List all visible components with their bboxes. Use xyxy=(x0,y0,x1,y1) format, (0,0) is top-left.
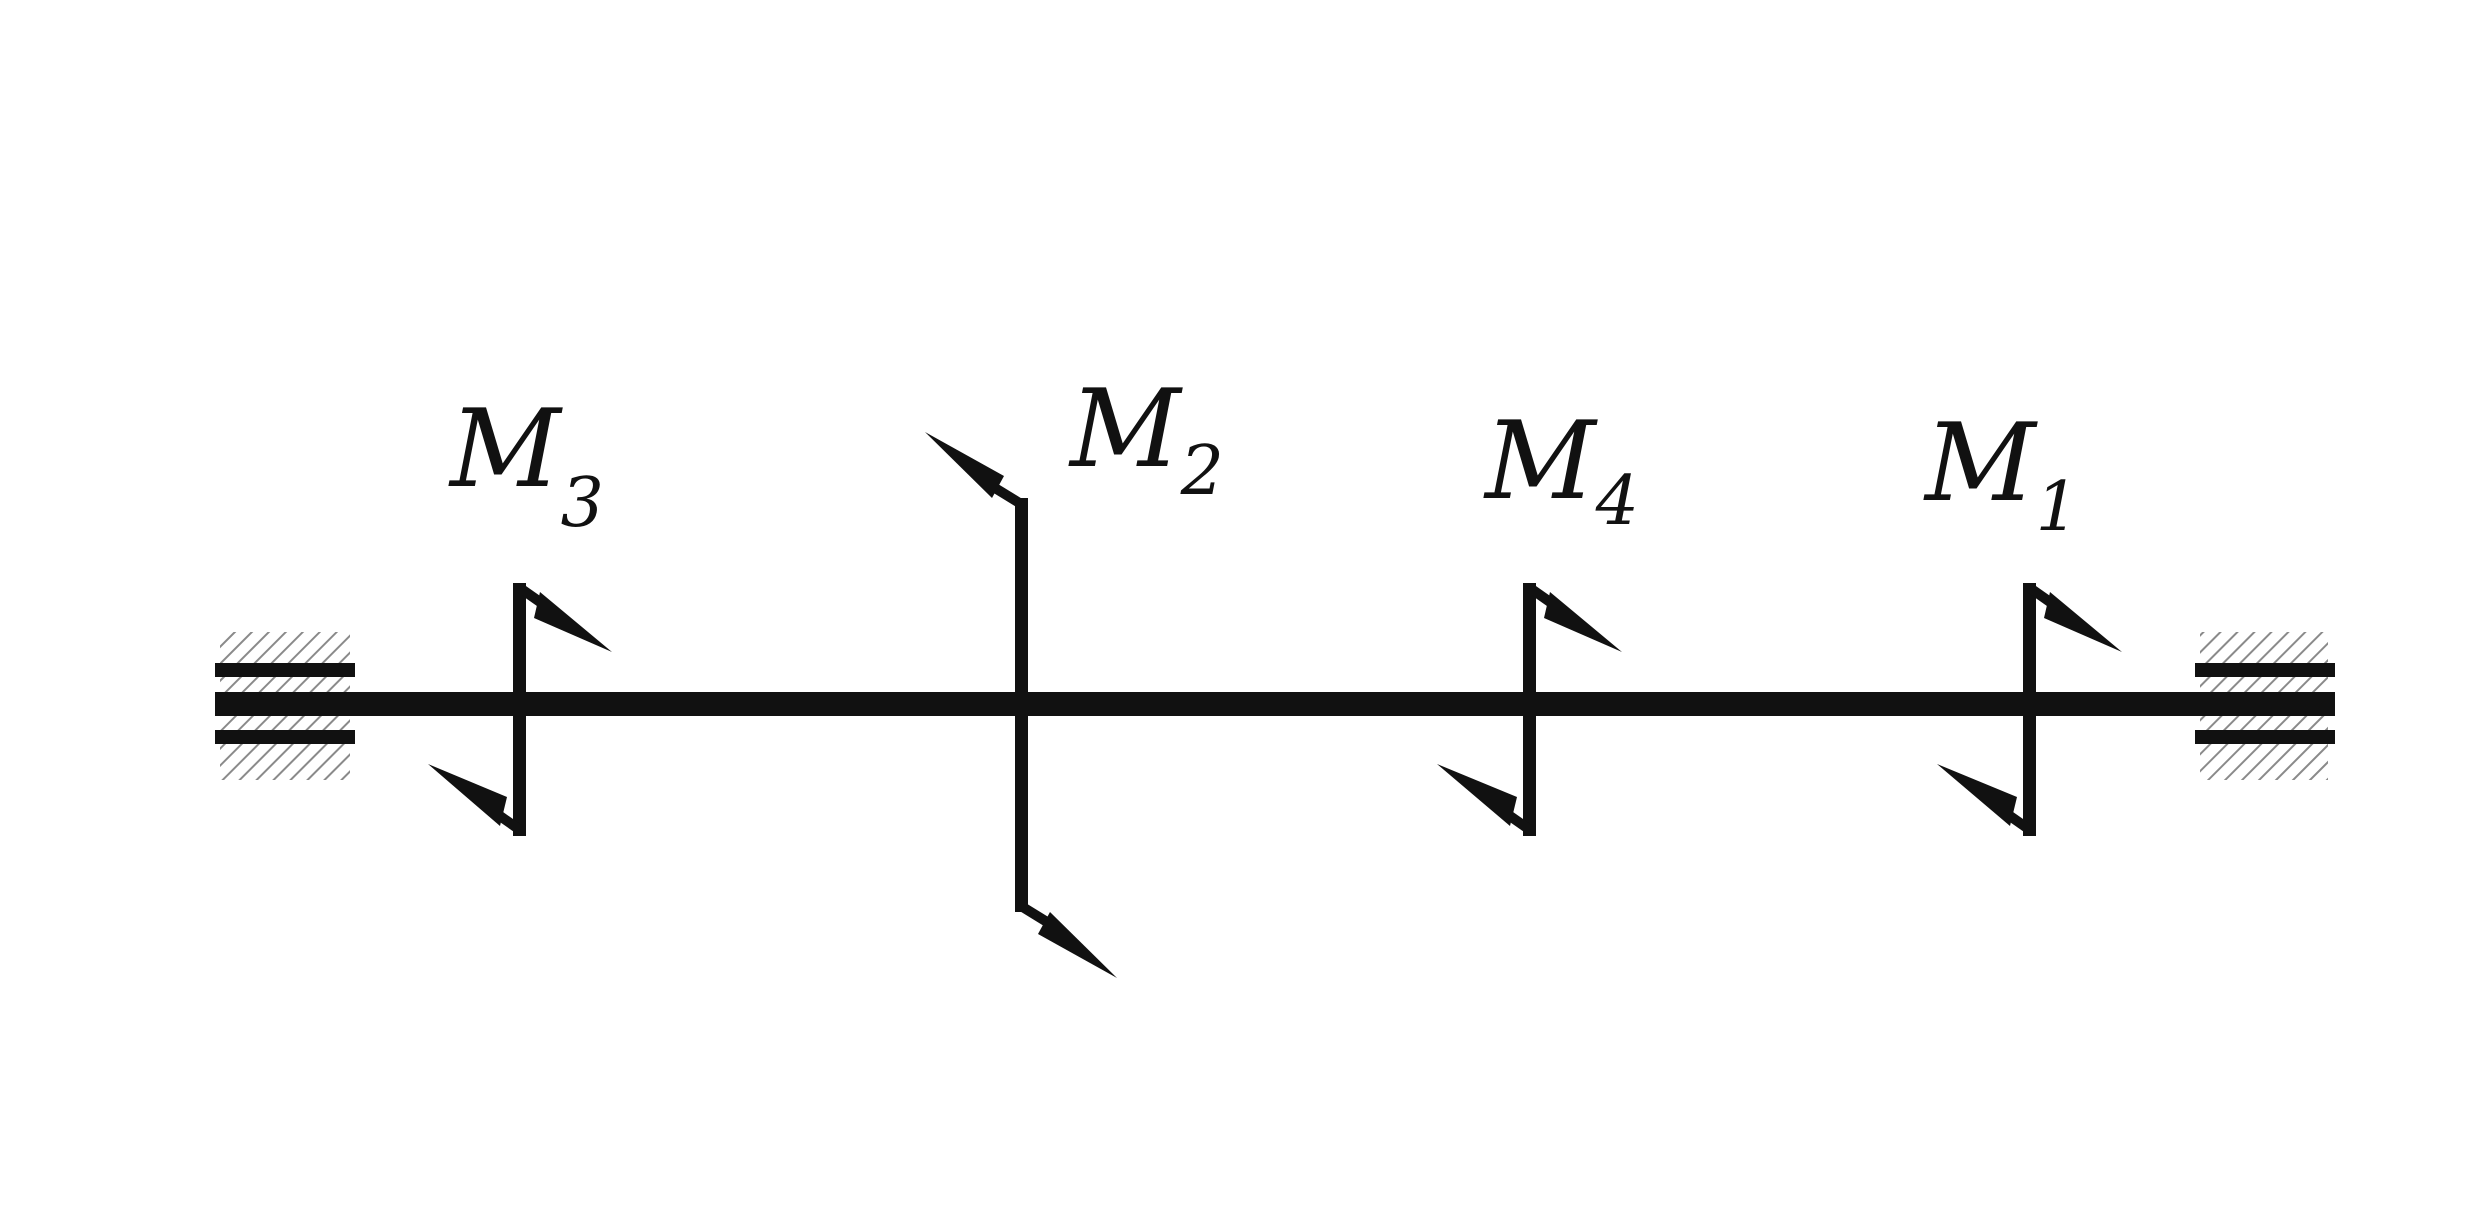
moment-m1-top-arrow-icon xyxy=(2044,592,2122,652)
shaft xyxy=(215,692,2335,716)
moment-m4-stem xyxy=(1523,583,1536,836)
moment-m2-label: M2 xyxy=(1068,367,1224,511)
moment-m4-index: 4 xyxy=(1595,462,1639,541)
moment-m4-label: M4 xyxy=(1483,399,1639,541)
moment-m3-stem xyxy=(513,583,526,836)
moment-m1: M1 xyxy=(1923,401,2122,836)
moment-m1-label: M1 xyxy=(1923,401,2079,547)
moment-m3-top-arrow-icon xyxy=(534,592,612,652)
moment-m1-symbol: M xyxy=(1923,401,2038,526)
moment-m2-index: 2 xyxy=(1180,432,1224,511)
moment-m4-top-arrow-icon xyxy=(1544,592,1622,652)
left-support-bar-top xyxy=(215,663,355,677)
moment-m3-label: M3 xyxy=(448,387,604,543)
moment-m4-bottom-tail xyxy=(1507,811,1533,835)
left-support-bar-bottom xyxy=(215,730,355,744)
right-support-bar-top xyxy=(2195,663,2335,677)
moment-m1-index: 1 xyxy=(2036,468,2079,547)
moment-m4-bottom-arrow-icon xyxy=(1437,764,1517,826)
moment-m3: M3 xyxy=(428,387,612,836)
moment-m2-top-arrow-icon xyxy=(925,432,1004,498)
moment-m3-bottom-arrow-icon xyxy=(428,764,507,826)
moment-m2-stem xyxy=(1015,498,1028,912)
moment-m2-top-tail xyxy=(992,483,1024,509)
moment-m2-symbol: M xyxy=(1068,367,1183,492)
moment-m2: M2 xyxy=(925,367,1224,978)
moment-m2-bottom-tail xyxy=(1018,901,1050,927)
moment-m3-symbol: M xyxy=(448,387,563,512)
moment-m3-index: 3 xyxy=(561,464,604,543)
moment-m4-symbol: M xyxy=(1483,399,1598,524)
right-support-bar-bottom xyxy=(2195,730,2335,744)
moment-m4-top-tail xyxy=(1527,583,1553,607)
moment-m2-bottom-arrow-icon xyxy=(1038,912,1117,978)
moment-m1-top-tail xyxy=(2027,583,2053,607)
moment-m1-stem xyxy=(2023,583,2036,836)
moment-m1-bottom-tail xyxy=(2007,811,2033,835)
moment-m4: M4 xyxy=(1437,399,1639,836)
moment-m3-bottom-tail xyxy=(497,811,523,835)
moment-m1-bottom-arrow-icon xyxy=(1937,764,2017,826)
moment-m3-top-tail xyxy=(517,583,543,607)
